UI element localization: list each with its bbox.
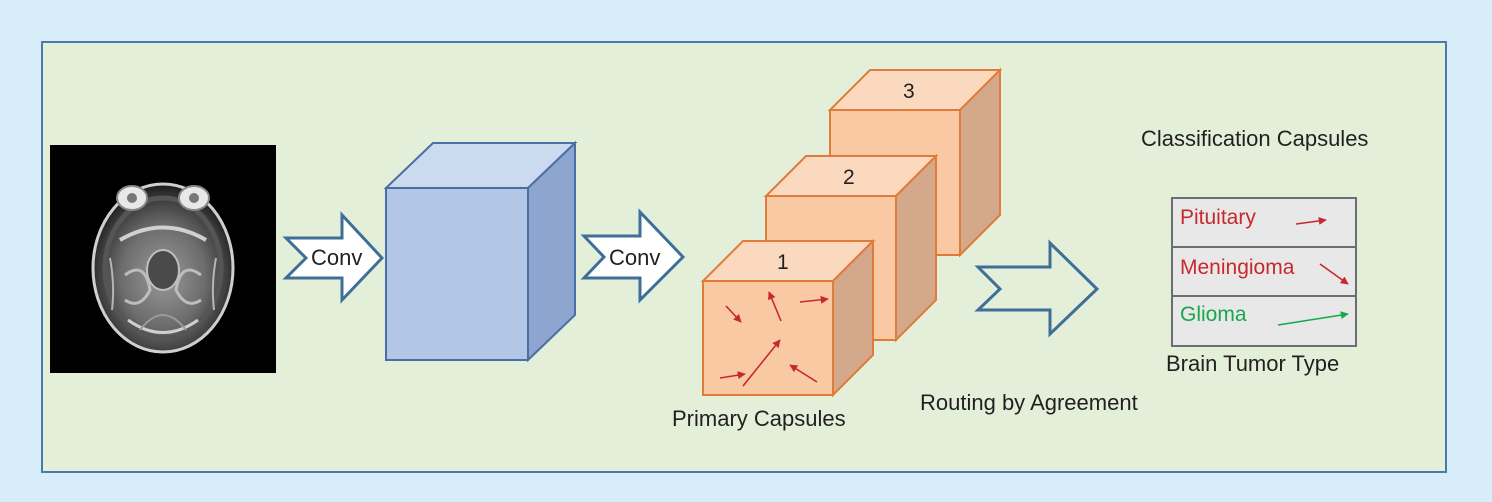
table-caption: Brain Tumor Type — [1166, 351, 1339, 376]
long-right-arrow-icon — [1277, 311, 1349, 326]
class-label-pituitary: Pituitary — [1180, 206, 1256, 229]
cube-number-3: 3 — [903, 80, 915, 103]
cube-number-2: 2 — [843, 166, 855, 189]
short-right-arrow-icon — [1295, 216, 1327, 225]
classification-table: Pituitary Meningioma Glioma — [1171, 197, 1357, 347]
brain-mri-image — [50, 145, 276, 373]
capsule-vector-arrow — [725, 305, 742, 323]
feature-map-cube — [383, 140, 578, 363]
down-right-arrow-icon — [1319, 263, 1349, 285]
conv-label-1: Conv — [311, 245, 362, 270]
routing-label: Routing by Agreement — [920, 390, 1138, 415]
conv-arrow-2: Conv — [580, 208, 686, 304]
cube-number-1: 1 — [777, 251, 789, 274]
class-label-meningioma: Meningioma — [1180, 256, 1295, 279]
routing-arrow — [974, 239, 1100, 338]
classification-title: Classification Capsules — [1141, 126, 1368, 151]
capsule-vector-arrow — [742, 339, 781, 387]
primary-capsule-cube-1: 1 — [700, 238, 876, 398]
class-label-glioma: Glioma — [1180, 303, 1247, 326]
capsule-vector-arrow — [768, 291, 782, 322]
capsule-vector-arrow — [719, 371, 746, 380]
conv-label-2: Conv — [609, 245, 660, 270]
conv-arrow-1: Conv — [282, 211, 385, 304]
capsule-vector-arrow — [799, 295, 829, 304]
capsule-vector-arrow — [789, 364, 818, 383]
primary-capsules-label: Primary Capsules — [672, 406, 846, 431]
